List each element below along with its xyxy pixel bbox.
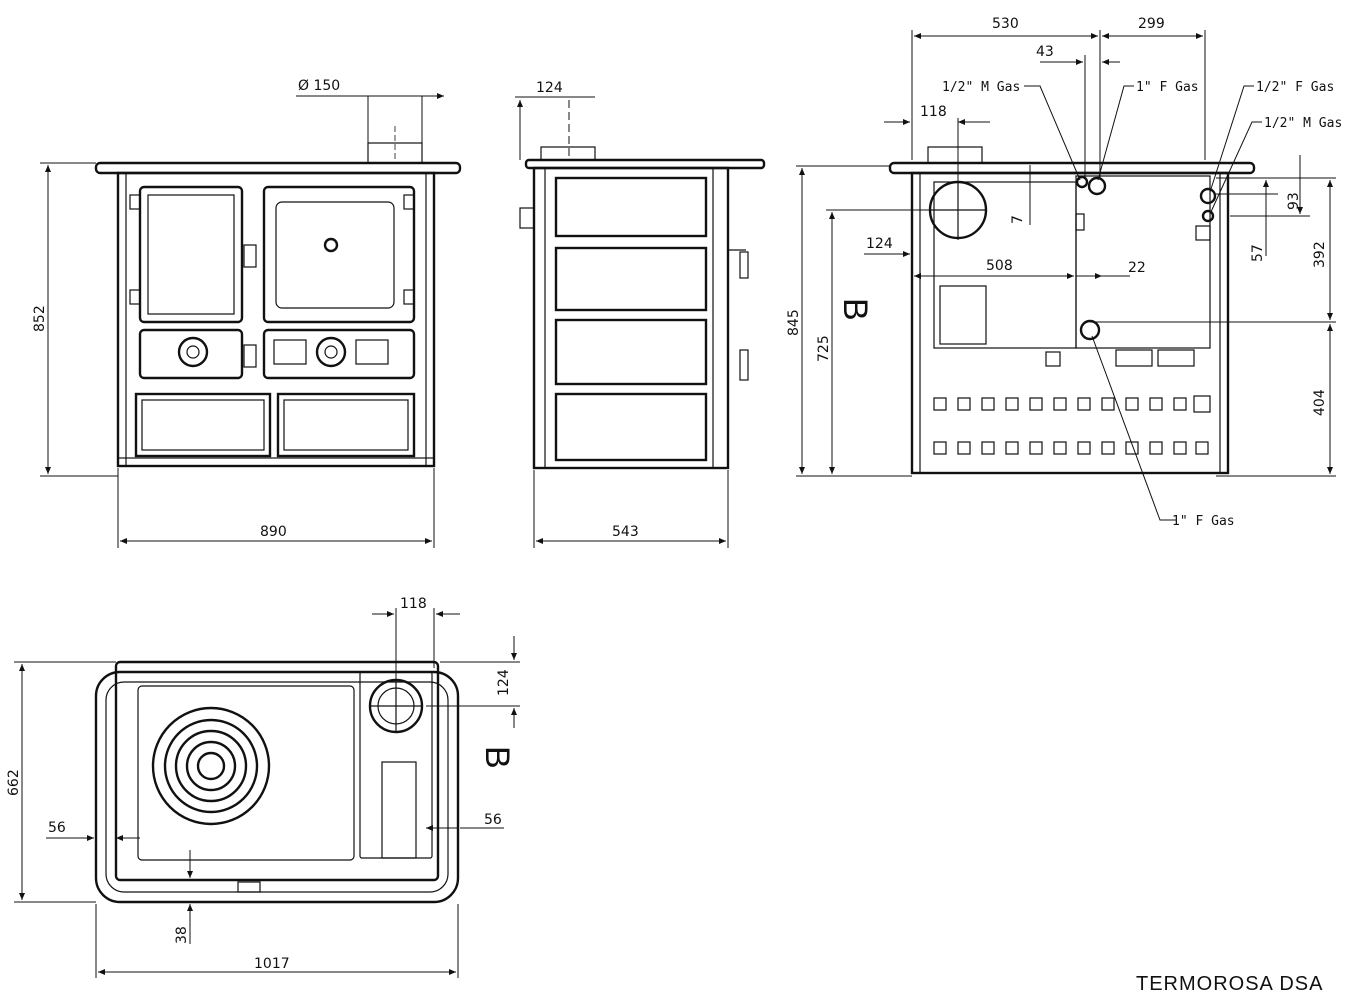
rear-dim-530: 530: [992, 16, 1019, 32]
rear-conn-1: 1/2" M Gas: [942, 80, 1020, 95]
rear-view: 530 299 43 118 124 508 22 7 93 57 392 40…: [786, 16, 1342, 529]
top-width-label: 1017: [254, 956, 290, 972]
hotplate-rings: [151, 706, 271, 826]
section-marker-rear: B: [836, 298, 874, 321]
rear-dim-57: 57: [1250, 244, 1266, 262]
rear-dim-7: 7: [1010, 215, 1026, 224]
front-height-label: 852: [32, 305, 48, 332]
rear-dim-392: 392: [1312, 241, 1328, 268]
top-margin-left-label: 56: [48, 820, 66, 836]
rear-dim-845: 845: [786, 309, 802, 336]
side-view: 124 543: [515, 80, 766, 548]
top-view: 118 124 B 56 56 38 662 1017: [6, 596, 520, 978]
rear-vent-row-upper: [933, 395, 1211, 413]
rear-dim-299: 299: [1138, 16, 1165, 32]
rear-conn-5: 1" F Gas: [1172, 514, 1235, 529]
top-flue-y-label: 124: [496, 669, 512, 696]
rear-conn-4: 1/2" M Gas: [1264, 116, 1342, 131]
top-margin-front-label: 38: [174, 926, 190, 944]
flue-diameter-label: Ø 150: [298, 78, 340, 94]
rear-dim-22: 22: [1128, 260, 1146, 276]
top-flue-x-label: 118: [400, 596, 427, 612]
rear-vent-row-lower: [933, 441, 1209, 455]
side-flue-offset-label: 124: [536, 80, 563, 96]
rear-conn-3: 1/2" F Gas: [1256, 80, 1334, 95]
rear-dim-93: 93: [1286, 192, 1302, 210]
side-depth-label: 543: [612, 524, 639, 540]
top-margin-right-label: 56: [484, 812, 502, 828]
drawing-title: TERMOROSA DSA: [1136, 973, 1323, 995]
rear-dim-124: 124: [866, 236, 893, 252]
rear-conn-2: 1" F Gas: [1136, 80, 1199, 95]
rear-dim-118: 118: [920, 104, 947, 120]
front-width-label: 890: [260, 524, 287, 540]
rear-dim-508: 508: [986, 258, 1013, 274]
front-view: 890 852 Ø 150: [32, 78, 462, 548]
rear-dim-404: 404: [1312, 389, 1328, 416]
rear-dim-725: 725: [816, 335, 832, 362]
section-marker-top: B: [478, 746, 516, 769]
rear-dim-43: 43: [1036, 44, 1054, 60]
top-depth-label: 662: [6, 769, 22, 796]
